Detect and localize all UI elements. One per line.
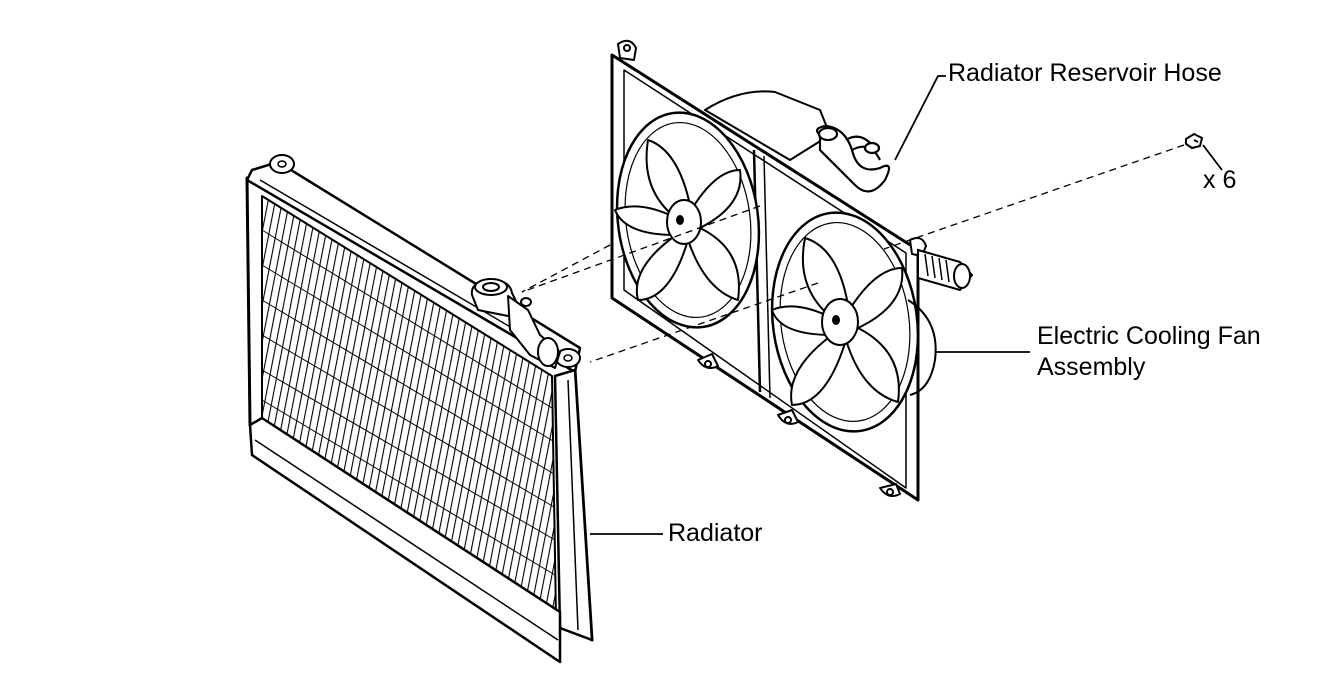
leader-lines <box>590 75 1223 535</box>
radiator-tubes <box>261 229 556 576</box>
bolt-icon <box>1185 132 1204 150</box>
label-bolt-quantity: x 6 <box>1203 166 1237 194</box>
reservoir-hose <box>816 124 891 193</box>
alignment-lines <box>521 144 1185 363</box>
label-radiator: Radiator <box>668 519 763 547</box>
radiator-cap <box>470 278 561 369</box>
label-fan-assembly-line1: Electric Cooling Fan <box>1037 322 1261 350</box>
label-fan-assembly-line2: Assembly <box>1037 353 1146 381</box>
radiator <box>245 154 594 664</box>
fan-motor-housing <box>704 90 831 161</box>
leader-reservoir-hose <box>894 75 946 161</box>
leader-bolt <box>1202 144 1223 171</box>
cooling-fan-assembly <box>610 39 937 502</box>
label-reservoir-hose: Radiator Reservoir Hose <box>948 59 1222 87</box>
right-fan-hub <box>821 298 859 346</box>
right-fan-blades <box>771 237 904 406</box>
radiator-mount-left <box>269 154 295 174</box>
label-fan-assembly: Electric Cooling Fan Assembly <box>1037 321 1261 383</box>
left-fan-blades <box>614 139 742 301</box>
left-fan-hub <box>666 199 702 245</box>
fan-connector <box>917 248 974 292</box>
radiator-bottom-tank <box>248 416 562 664</box>
